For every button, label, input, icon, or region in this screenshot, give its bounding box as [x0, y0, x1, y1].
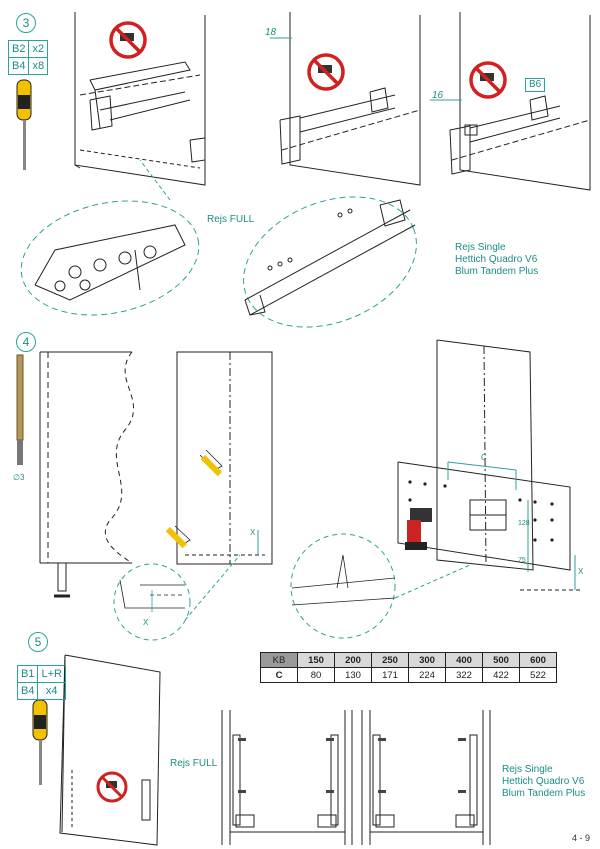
dimension-c: C	[481, 453, 487, 462]
dimension-128: 128	[518, 520, 530, 527]
cabinet-front-full	[221, 710, 353, 845]
page-number: 4 - 9	[571, 833, 590, 843]
dimension-x-3: X	[143, 618, 149, 627]
table-cell: 522	[519, 667, 557, 683]
table-cell: 422	[482, 667, 520, 683]
rejs-single-label-bottom: Rejs Single Hettich Quadro V6 Blum Tande…	[502, 764, 585, 800]
table-row: C 80 130 171 224 322 422 522	[260, 667, 557, 683]
part-code: B1	[16, 665, 39, 683]
dimension-18: 18	[265, 27, 277, 38]
cabinet-front-single	[361, 710, 491, 845]
part-qty: L+R	[37, 665, 66, 683]
dimension-x-2: X	[250, 528, 256, 537]
part-code: B4	[7, 57, 30, 75]
table-cell: 500	[482, 652, 520, 668]
mounted-side-panel	[397, 339, 580, 591]
detail-circle-x	[113, 563, 191, 641]
dimension-75: 75	[518, 557, 526, 564]
rejs-single-line: Hettich Quadro V6	[455, 254, 538, 265]
rejs-single-line: Rejs Single	[502, 764, 553, 775]
no-drill-icon-1	[109, 21, 147, 59]
detail-plate-full	[34, 224, 186, 301]
table-cell: 130	[334, 667, 372, 683]
step-number-4: 4	[16, 332, 36, 352]
step-number-5: 5	[28, 632, 48, 652]
drill-bit-icon	[16, 354, 24, 465]
wire-basket-icon	[469, 499, 507, 531]
table-cell: 322	[445, 667, 483, 683]
screwdriver-icon-step5	[32, 699, 48, 785]
part-label-b6: B6	[525, 78, 546, 92]
part-code: B4	[16, 682, 39, 700]
table-cell: 200	[334, 652, 372, 668]
side-panel-drawing	[39, 351, 135, 598]
table-cell: 80	[297, 667, 335, 683]
cabinet-drawing-3	[430, 12, 591, 191]
table-cell: 300	[408, 652, 446, 668]
pencil-icon-2	[165, 527, 187, 549]
rejs-full-label-top: Rejs FULL	[207, 214, 255, 225]
rejs-single-label-top: Rejs Single Hettich Quadro V6 Blum Tande…	[455, 242, 538, 278]
table-cell: 250	[371, 652, 409, 668]
step-number-3: 3	[16, 13, 36, 33]
table-cell: 600	[519, 652, 557, 668]
table-cell: 171	[371, 667, 409, 683]
cabinet-drawing-1	[74, 12, 206, 186]
rejs-full-label-bottom: Rejs FULL	[170, 758, 218, 769]
cabinet-drawing-2	[270, 12, 421, 186]
pencil-icon-1	[200, 455, 222, 477]
detail-ellipse-full	[20, 200, 200, 316]
drill-icon	[405, 508, 432, 550]
table-cell: 150	[297, 652, 335, 668]
rejs-single-line: Blum Tandem Plus	[455, 266, 539, 277]
no-drill-icon-3	[469, 61, 507, 99]
rejs-single-line: Blum Tandem Plus	[502, 788, 586, 799]
detail-rail-single	[244, 199, 416, 316]
part-qty: x4	[37, 682, 66, 700]
detail-circle-pin	[290, 533, 396, 639]
table-cell: C	[260, 667, 298, 683]
screwdriver-icon-step3	[16, 79, 32, 170]
kb-dimension-table: KB 150 200 250 300 400 500 600 C 80 130 …	[260, 652, 557, 683]
door-panel-drawing	[59, 654, 161, 846]
table-cell: 400	[445, 652, 483, 668]
rejs-single-line: Rejs Single	[455, 242, 506, 253]
part-code: B2	[7, 40, 30, 58]
drill-diameter-label: ∅3	[13, 473, 25, 482]
part-qty: x8	[28, 57, 49, 75]
table-cell: KB	[260, 652, 298, 668]
table-header-row: KB 150 200 250 300 400 500 600	[260, 652, 557, 668]
table-cell: 224	[408, 667, 446, 683]
side-panel-drill-drawing	[167, 351, 273, 565]
no-drill-icon-4	[96, 771, 128, 803]
dimension-x-1: X	[578, 567, 584, 576]
dimension-16: 16	[432, 90, 444, 101]
detail-ellipse-single	[243, 196, 417, 328]
rejs-single-line: Hettich Quadro V6	[502, 776, 585, 787]
part-qty: x2	[28, 40, 49, 58]
no-drill-icon-2	[307, 53, 345, 91]
